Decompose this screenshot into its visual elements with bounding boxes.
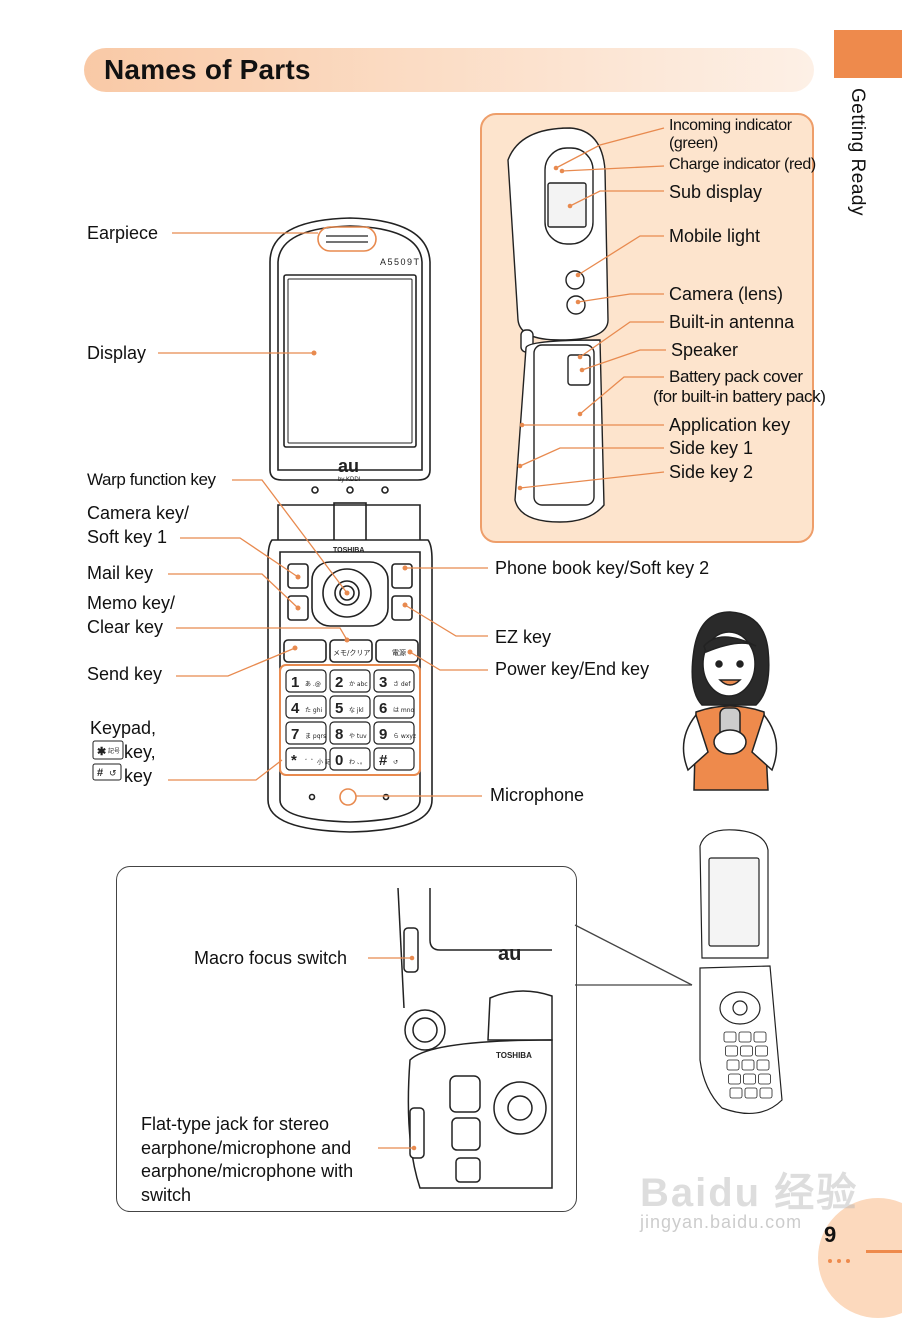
small-phone-key — [759, 1074, 771, 1084]
small-phone-key — [744, 1074, 756, 1084]
small-phone-key — [756, 1046, 768, 1056]
page-number-dots — [828, 1250, 855, 1268]
keypad-key-number: 9 — [379, 726, 387, 743]
small-phone-key — [745, 1088, 757, 1098]
keypad-key-number: 0 — [335, 752, 343, 769]
keypad-key-number: 1 — [291, 674, 299, 691]
label-memo-key-line1: Memo key/ — [87, 591, 175, 615]
svg-text:記号: 記号 — [108, 747, 120, 755]
label-keypad-line1: Keypad, — [90, 716, 156, 740]
svg-text:電源: 電源 — [392, 648, 406, 657]
label-earpiece: Earpiece — [87, 221, 158, 245]
svg-text:au: au — [498, 943, 521, 965]
small-phone-key — [727, 1060, 739, 1070]
keypad-key-letters: あ .@ — [305, 681, 321, 688]
label-battery-cover-line2: (for built-in battery pack) — [653, 387, 826, 407]
small-phone-key — [724, 1032, 736, 1042]
small-phone-key — [730, 1088, 742, 1098]
label-side-key-1: Side key 1 — [669, 436, 753, 460]
svg-text:by KDDI: by KDDI — [338, 477, 361, 483]
label-macro-focus-switch: Macro focus switch — [194, 946, 347, 970]
keypad-key-letters: は mno — [393, 707, 415, 714]
keypad-key-letters: た ghi — [305, 707, 323, 714]
keypad-key-number: # — [379, 752, 388, 769]
label-warp-function-key: Warp function key — [87, 470, 216, 490]
keypad-key-letters: か abc — [349, 681, 368, 688]
page-number: 9 — [824, 1222, 836, 1248]
small-phone-key — [757, 1060, 769, 1070]
label-ez-key: EZ key — [495, 625, 551, 649]
small-phone-key — [760, 1088, 772, 1098]
label-keypad-line3: key — [124, 764, 152, 788]
label-phone-book-key: Phone book key/Soft key 2 — [495, 556, 709, 580]
svg-text:✱: ✱ — [97, 746, 106, 758]
label-jack-line2: earphone/microphone and — [141, 1136, 351, 1160]
keypad-key-letters: わ 、。 — [349, 759, 366, 766]
label-mobile-light: Mobile light — [669, 224, 760, 248]
keypad-key-number: 4 — [291, 700, 300, 717]
keypad-key-number: * — [291, 752, 297, 769]
label-battery-cover-line1: Battery pack cover — [669, 367, 803, 387]
label-keypad-line2: key, — [124, 740, 156, 764]
label-incoming-indicator-line1: Incoming indicator — [669, 117, 792, 135]
keypad-key-number: 2 — [335, 674, 343, 691]
brand-text: au — [338, 456, 359, 476]
label-incoming-indicator-line2: (green) — [669, 135, 718, 153]
keypad-key-letters: や tuv — [349, 732, 367, 740]
label-jack-line4: switch — [141, 1183, 191, 1207]
watermark-logo: Baidu 经验 — [640, 1160, 858, 1218]
svg-text:メモ/クリア: メモ/クリア — [333, 649, 370, 657]
small-phone-key — [739, 1032, 751, 1042]
label-sub-display: Sub display — [669, 180, 762, 204]
keypad-key-letters: さ def — [393, 681, 411, 688]
keypad-key-number: 7 — [291, 726, 299, 743]
label-application-key: Application key — [669, 413, 790, 437]
label-power-key: Power key/End key — [495, 657, 649, 681]
model-text: A5509T — [380, 257, 421, 267]
keypad-key-number: 8 — [335, 726, 343, 743]
label-microphone: Microphone — [490, 783, 584, 807]
small-phone-key — [742, 1060, 754, 1070]
svg-text:TOSHIBA: TOSHIBA — [496, 1051, 532, 1060]
keypad-key-number: 6 — [379, 700, 387, 717]
small-phone-key — [729, 1074, 741, 1084]
keypad-key-letters: ↺ — [393, 759, 398, 766]
keypad-key-letters: ま pqrs — [305, 733, 326, 740]
keypad-key-letters: ら wxyz — [393, 733, 416, 740]
back-view-phone — [508, 128, 608, 522]
label-send-key: Send key — [87, 662, 162, 686]
small-phone — [700, 830, 782, 1114]
keypad-key-number: 5 — [335, 700, 343, 717]
small-phone-key — [741, 1046, 753, 1056]
svg-text:TOSHIBA: TOSHIBA — [333, 547, 364, 554]
label-camera-key-line1: Camera key/ — [87, 501, 189, 525]
label-camera-key-line2: Soft key 1 — [87, 525, 167, 549]
label-camera-lens: Camera (lens) — [669, 282, 783, 306]
svg-text:↺: ↺ — [109, 769, 117, 779]
keypad-key-letters: な jkl — [349, 707, 364, 714]
label-display: Display — [87, 341, 146, 365]
zoom-detail-phone — [396, 888, 552, 1188]
label-speaker: Speaker — [671, 338, 738, 362]
phone-illustrations: A5509T au by KDDI TOSHIBA メモ/クリア 電源 1 あ .… — [0, 0, 902, 1280]
small-phone-key — [726, 1046, 738, 1056]
label-jack-line3: earphone/microphone with — [141, 1159, 353, 1183]
label-mail-key: Mail key — [87, 561, 153, 585]
keypad-key-number: 3 — [379, 674, 387, 691]
girl-illustration — [684, 612, 777, 790]
label-charge-indicator: Charge indicator (red) — [669, 156, 816, 174]
label-built-in-antenna: Built-in antenna — [669, 310, 794, 334]
svg-text:#: # — [97, 767, 103, 779]
small-phone-key — [754, 1032, 766, 1042]
label-memo-key-line2: Clear key — [87, 615, 163, 639]
watermark-url: jingyan.baidu.com — [640, 1212, 802, 1233]
label-jack-line1: Flat-type jack for stereo — [141, 1112, 329, 1136]
label-side-key-2: Side key 2 — [669, 460, 753, 484]
